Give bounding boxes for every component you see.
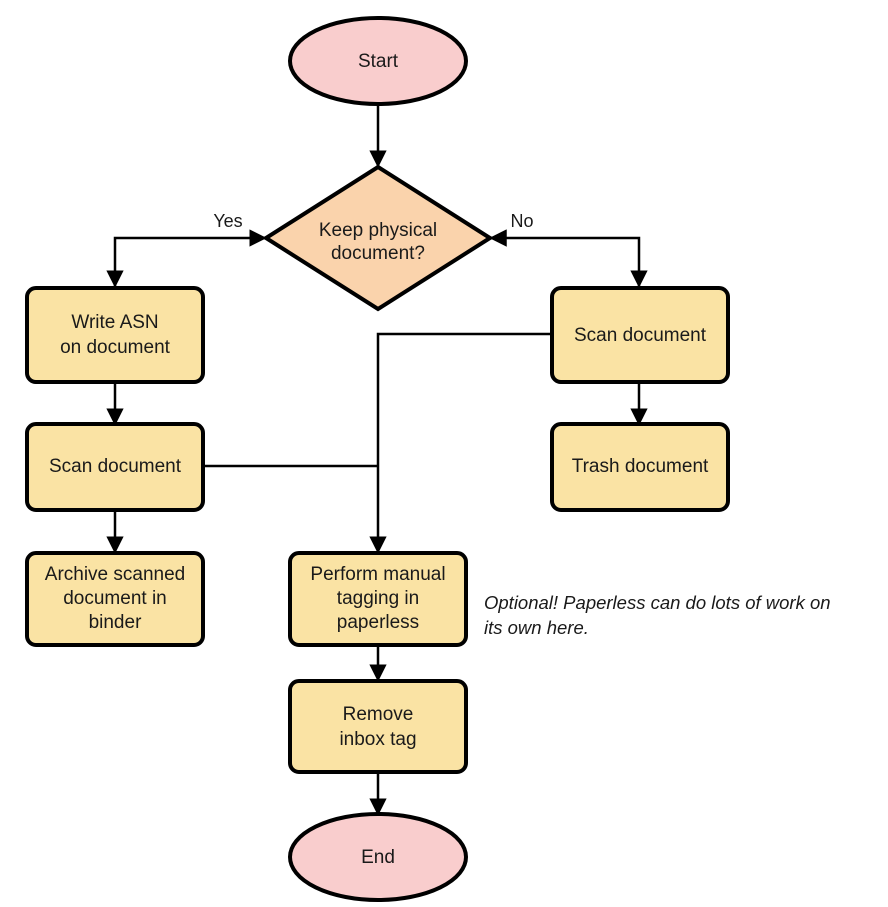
note-optional-line1: Optional! Paperless can do lots of work …: [484, 592, 831, 613]
node-archive-label-line1: Archive scanned: [45, 564, 185, 585]
node-decision-label-line2: document?: [331, 243, 425, 264]
node-scan-document-right[interactable]: [550, 286, 730, 384]
node-scan-document-left-label: Scan document: [49, 456, 182, 477]
node-tagging-label-line2: tagging in: [337, 588, 419, 609]
edge-label-no: No: [510, 211, 533, 231]
node-tagging-label-line1: Perform manual: [310, 564, 445, 585]
node-write-asn-label-line2: on document: [60, 337, 171, 358]
edge-decision-no-to-scan-right: [489, 229, 648, 288]
node-archive-scanned-document[interactable]: [25, 551, 205, 647]
node-end[interactable]: [288, 812, 468, 902]
node-scan-document-left[interactable]: [25, 422, 205, 512]
node-write-asn-on-document[interactable]: [25, 286, 205, 384]
edge-scan-right-to-tagging: [369, 332, 552, 554]
node-remove-inbox-tag[interactable]: [288, 679, 468, 774]
node-tagging-label-line3: paperless: [337, 612, 419, 633]
node-remove-inbox-label-line2: inbox tag: [339, 729, 416, 750]
node-end-label: End: [361, 847, 395, 868]
node-start-label: Start: [358, 51, 399, 72]
node-perform-manual-tagging[interactable]: [288, 551, 468, 647]
node-decision-label-line1: Keep physical: [319, 220, 437, 241]
node-archive-label-line3: binder: [89, 612, 142, 633]
node-start[interactable]: [288, 16, 468, 106]
node-scan-document-right-label: Scan document: [574, 325, 707, 346]
node-trash-document-label: Trash document: [572, 456, 709, 477]
edge-decision-yes-to-write-asn: [106, 229, 267, 288]
node-decision-keep-physical-document[interactable]: [262, 164, 494, 312]
node-remove-inbox-label-line1: Remove: [343, 704, 414, 725]
node-trash-document[interactable]: [550, 422, 730, 512]
note-optional-line2: its own here.: [484, 617, 589, 638]
edge-label-yes: Yes: [213, 211, 242, 231]
node-write-asn-label-line1: Write ASN: [71, 312, 158, 333]
node-archive-label-line2: document in: [63, 588, 167, 609]
